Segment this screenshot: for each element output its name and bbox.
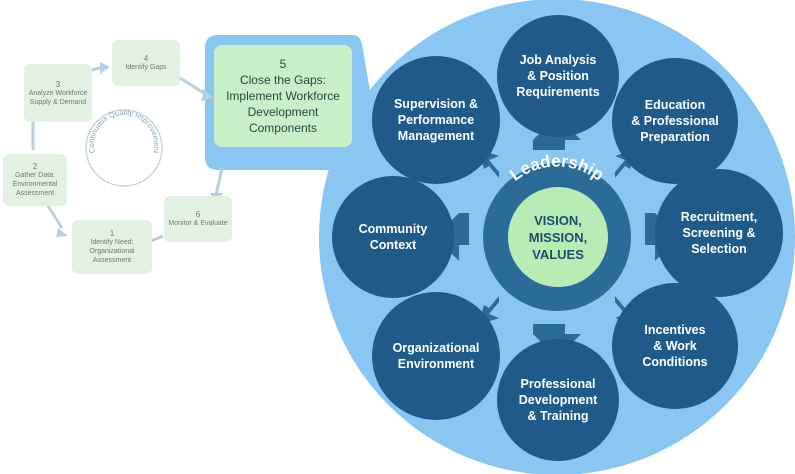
cycle-step-3-number: 3 [55, 79, 61, 89]
node-incentives: Incentives & Work Conditions [612, 283, 738, 409]
cycle-step-1-label: Identify Need: Organizational Assessment [89, 239, 135, 264]
node-incentives-label: Incentives & Work Conditions [642, 323, 708, 369]
cycle-step-6: 6 Monitor & Evaluate [164, 196, 232, 242]
node-job-analysis-label: Job Analysis & Position Requirements [516, 53, 600, 99]
node-recruitment: Recruitment, Screening & Selection [655, 169, 783, 297]
cycle-step-3-label: Analyze Workforce Supply & Demand [28, 89, 88, 106]
cycle-step-4-label: Identify Gaps [125, 64, 167, 71]
cycle-step-1: 1 Identify Need: Organizational Assessme… [72, 220, 152, 274]
cqi-circle: Continuous Quality Improvement [85, 108, 163, 187]
cycle-step-2: 2 Gather Data: Environmental Assessment [3, 154, 67, 206]
node-organizational-environment-label: Organizational Environment [392, 341, 480, 371]
cycle-step-5-highlight: 5 Close the Gaps: Implement Workforce De… [214, 45, 352, 147]
center-label: VISION, MISSION, VALUES [528, 212, 588, 262]
node-professional-development: Professional Development & Training [497, 339, 619, 461]
cycle-step-4: 4 Identify Gaps [112, 40, 180, 86]
node-supervision: Supervision & Performance Management [372, 56, 500, 184]
cycle-step-2-number: 2 [32, 162, 38, 171]
node-recruitment-label: Recruitment, Screening & Selection [680, 210, 758, 256]
node-education-label: Education & Professional Preparation [631, 98, 719, 144]
cycle-step-5-label: Close the Gaps: Implement Workforce Deve… [226, 73, 340, 135]
cycle-step-1-number: 1 [109, 229, 115, 238]
cycle-step-5-number: 5 [279, 57, 287, 71]
center-vision-mission-values: VISION, MISSION, VALUES [508, 187, 608, 287]
node-job-analysis: Job Analysis & Position Requirements [497, 15, 619, 137]
node-education: Education & Professional Preparation [612, 58, 738, 184]
cycle-step-6-number: 6 [195, 210, 201, 219]
node-professional-development-label: Professional Development & Training [518, 377, 598, 423]
node-organizational-environment: Organizational Environment [372, 292, 500, 420]
node-community-context-label: Community Context [358, 222, 428, 252]
node-supervision-label: Supervision & Performance Management [393, 97, 479, 143]
cycle-step-2-label: Gather Data: Environmental Assessment [12, 172, 58, 197]
cycle-step-4-number: 4 [143, 54, 149, 63]
cycle-step-3: 3 Analyze Workforce Supply & Demand [24, 64, 92, 122]
node-community-context: Community Context [332, 176, 454, 298]
cycle-step-6-label: Monitor & Evaluate [168, 220, 228, 227]
